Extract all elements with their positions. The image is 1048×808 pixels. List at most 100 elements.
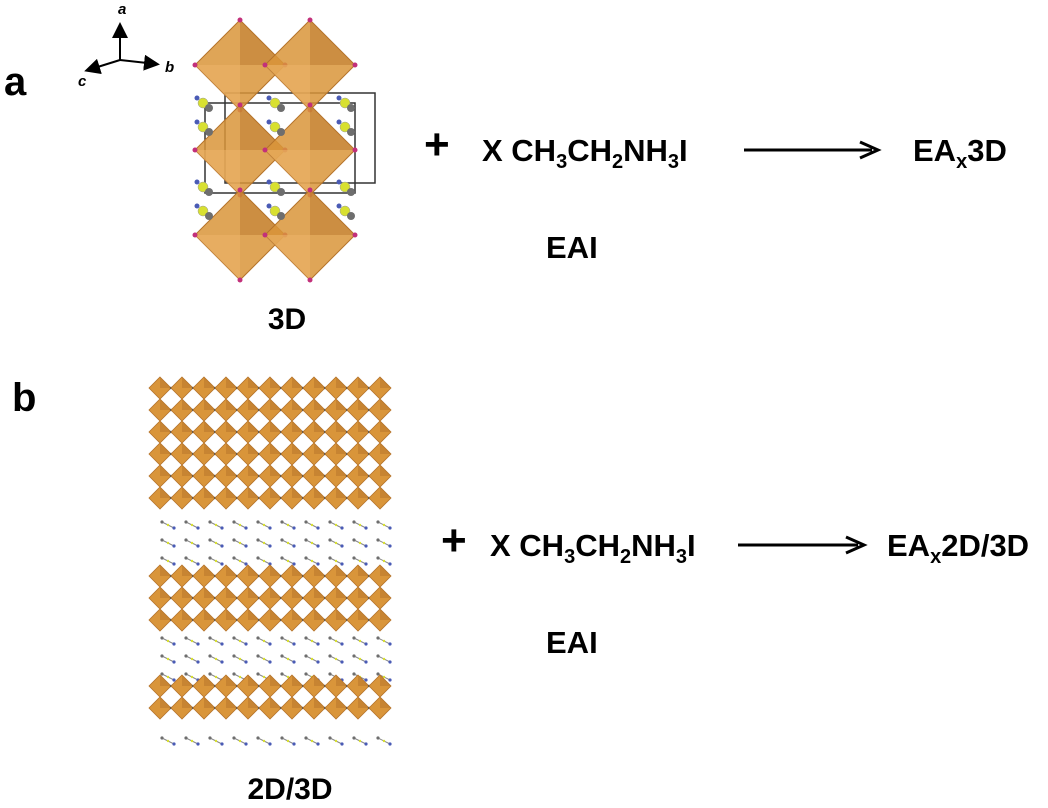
organic-spacer-molecule xyxy=(376,636,392,646)
axis-triad xyxy=(84,22,160,75)
organic-spacer-molecule xyxy=(256,556,272,566)
octahedron xyxy=(170,608,194,632)
octahedron xyxy=(346,376,370,400)
octahedron xyxy=(148,464,172,488)
octahedron xyxy=(236,564,260,588)
octahedron xyxy=(170,564,194,588)
octahedron xyxy=(148,442,172,466)
octahedron xyxy=(280,674,304,698)
octahedron xyxy=(214,608,238,632)
octahedron xyxy=(236,376,260,400)
cation-molecule xyxy=(266,95,285,112)
octahedron xyxy=(346,564,370,588)
organic-spacer-molecule xyxy=(256,538,272,548)
organic-spacer-molecule xyxy=(376,556,392,566)
octahedron xyxy=(236,586,260,610)
octahedron xyxy=(236,420,260,444)
octahedron xyxy=(148,696,172,720)
cation-molecule xyxy=(266,203,285,220)
octahedron xyxy=(302,608,326,632)
cation-molecule xyxy=(336,95,355,112)
product-formula-b: EAx2D/3D xyxy=(887,528,1030,568)
octahedron xyxy=(214,376,238,400)
octahedron xyxy=(192,442,216,466)
octahedron xyxy=(214,564,238,588)
octahedron xyxy=(148,420,172,444)
octahedron xyxy=(258,464,282,488)
organic-spacer-molecule xyxy=(160,672,176,682)
organic-spacer-molecule xyxy=(256,654,272,664)
cation-molecule xyxy=(266,119,285,136)
cation-molecule xyxy=(194,119,213,136)
octahedron xyxy=(192,464,216,488)
octahedron xyxy=(170,696,194,720)
organic-spacer-molecule xyxy=(184,556,200,566)
organic-spacer-molecule xyxy=(208,538,224,548)
panel-label-a: a xyxy=(4,60,27,104)
octahedron xyxy=(214,486,238,510)
octahedron xyxy=(368,420,392,444)
octahedron xyxy=(236,696,260,720)
octahedron xyxy=(280,420,304,444)
cation-molecule xyxy=(194,179,213,196)
octahedron xyxy=(280,564,304,588)
octahedron xyxy=(148,486,172,510)
octahedron xyxy=(262,102,358,198)
octahedron xyxy=(258,674,282,698)
organic-spacer-molecule xyxy=(256,736,272,746)
plus-sign-a: + xyxy=(424,120,450,169)
octahedron xyxy=(280,442,304,466)
octahedron xyxy=(170,376,194,400)
octahedron xyxy=(192,696,216,720)
octahedron xyxy=(258,398,282,422)
organic-spacer-molecule xyxy=(232,636,248,646)
organic-spacer-molecule xyxy=(376,736,392,746)
octahedron xyxy=(236,486,260,510)
caption-3d: 3D xyxy=(267,303,307,336)
plus-sign-b: + xyxy=(441,516,467,565)
organic-spacer-molecule xyxy=(328,520,344,530)
organic-spacer-molecule xyxy=(328,654,344,664)
octahedron xyxy=(368,398,392,422)
octahedron xyxy=(258,696,282,720)
octahedron xyxy=(324,608,348,632)
organic-spacer-molecule xyxy=(208,736,224,746)
octahedron xyxy=(324,398,348,422)
octahedron xyxy=(280,398,304,422)
organic-spacer-molecule xyxy=(208,556,224,566)
organic-spacer-molecule xyxy=(232,520,248,530)
octahedron xyxy=(148,586,172,610)
octahedron xyxy=(262,17,358,113)
reactant-abbrev-b: EAI xyxy=(546,625,598,660)
panel-label-b: b xyxy=(12,376,37,420)
octahedron xyxy=(214,398,238,422)
organic-spacer-molecule xyxy=(208,636,224,646)
octahedron xyxy=(280,464,304,488)
octahedron xyxy=(368,376,392,400)
octahedron xyxy=(368,464,392,488)
organic-spacer-molecule xyxy=(352,654,368,664)
caption-2d3d: 2D/3D xyxy=(247,773,333,806)
octahedron xyxy=(324,486,348,510)
organic-spacer-molecule xyxy=(280,654,296,664)
octahedron xyxy=(236,442,260,466)
octahedron xyxy=(368,486,392,510)
octahedron xyxy=(368,564,392,588)
organic-spacer-molecule xyxy=(184,636,200,646)
cation-molecule xyxy=(194,95,213,112)
octahedron xyxy=(368,608,392,632)
octahedron xyxy=(148,674,172,698)
octahedron xyxy=(324,464,348,488)
organic-spacer-molecule xyxy=(208,672,224,682)
product-formula-a: EAx3D xyxy=(913,133,1007,173)
organic-spacer-molecule xyxy=(232,654,248,664)
organic-spacer-molecule xyxy=(160,736,176,746)
octahedron xyxy=(214,696,238,720)
octahedron xyxy=(346,696,370,720)
organic-spacer-molecule xyxy=(208,520,224,530)
organic-spacer-molecule xyxy=(280,636,296,646)
organic-spacer-molecule xyxy=(304,520,320,530)
octahedron xyxy=(214,464,238,488)
octahedron xyxy=(302,486,326,510)
octahedron xyxy=(346,486,370,510)
